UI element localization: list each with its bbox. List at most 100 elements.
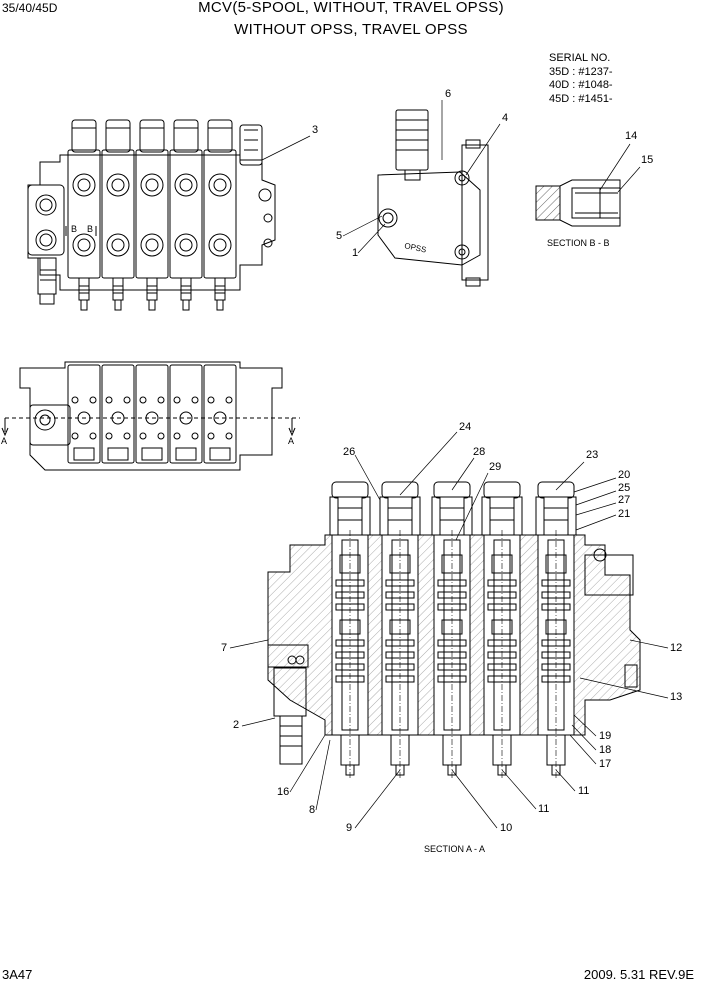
spool-section [169, 149, 203, 279]
section-bb-view [535, 179, 621, 227]
leader-line [229, 639, 269, 649]
cut-line-a-left: A [1, 436, 7, 446]
port [106, 173, 130, 197]
leader-line [617, 166, 641, 193]
model-code: 35/40/45D [2, 1, 58, 15]
port [174, 233, 198, 257]
port [179, 411, 193, 425]
leader-line [399, 431, 458, 496]
spool-end [180, 277, 192, 301]
callout-number: 10 [500, 822, 512, 834]
port [174, 173, 198, 197]
spool-section [135, 149, 169, 279]
leader-line [357, 223, 386, 254]
leader-line [261, 135, 311, 161]
serial-row: 40D : #1048- [549, 79, 613, 91]
leader-line [575, 514, 617, 531]
callout-number: 19 [599, 730, 611, 742]
spool-cap [71, 119, 97, 153]
spool-end [214, 277, 226, 301]
spool-cap [483, 481, 521, 499]
callout-number: 18 [599, 744, 611, 756]
serial-row: 35D : #1237- [549, 65, 613, 78]
leader-line [465, 123, 501, 176]
page-subtitle: WITHOUT OPSS, TRAVEL OPSS [234, 21, 468, 38]
spool-body [135, 364, 169, 464]
cut-line-b-right: B [87, 224, 93, 234]
spool-cap [105, 119, 131, 153]
leader-line [569, 734, 597, 765]
callout-number: 1 [352, 247, 358, 259]
leader-line [579, 677, 669, 699]
leader-line [573, 477, 617, 493]
callout-number: 2 [233, 719, 239, 731]
callout-number: 9 [346, 822, 352, 834]
port [111, 411, 125, 425]
port [213, 411, 227, 425]
spool-end [146, 277, 158, 301]
leader-line [575, 490, 617, 506]
cut-line-b-left: B [71, 224, 77, 234]
leader-lines [229, 100, 669, 829]
spool-body [169, 364, 203, 464]
serial-row: 45D : #1451- [549, 92, 613, 105]
leader-line [555, 461, 585, 491]
spool-body [67, 364, 101, 464]
port [106, 233, 130, 257]
cut-line-a-right: A [288, 436, 294, 446]
callout-number: 3 [312, 124, 318, 136]
callout-number: 20 [618, 469, 630, 481]
serial-heading: SERIAL NO. [549, 52, 611, 64]
port [208, 233, 232, 257]
spool-cap [381, 481, 419, 499]
leader-line [342, 215, 383, 237]
port [77, 411, 91, 425]
leader-line [315, 739, 331, 811]
callout-number: 12 [670, 642, 682, 654]
callout-number: 11 [578, 785, 589, 797]
svg-text:OPSS: OPSS [404, 241, 428, 254]
side-view: OPSS [377, 109, 489, 287]
callout-number: 25 [618, 482, 630, 494]
callout-number: 27 [618, 494, 630, 506]
leader-line [451, 457, 475, 491]
page-title: MCV(5-SPOOL, WITHOUT, TRAVEL OPSS) [198, 0, 504, 16]
callout-number: 21 [618, 508, 630, 520]
spool-section [101, 149, 135, 279]
leader-line [455, 472, 489, 541]
port [72, 173, 96, 197]
port [145, 411, 159, 425]
spool-cap [139, 119, 165, 153]
callout-number: 17 [599, 758, 611, 770]
callout-number: 26 [343, 446, 355, 458]
section-aa-label: SECTION A - A [424, 844, 485, 854]
leader-line [354, 454, 381, 501]
spool-end [112, 277, 124, 301]
spool-cap [331, 481, 369, 499]
callout-number: 24 [459, 421, 471, 433]
leader-line [575, 502, 617, 516]
top-view [27, 119, 276, 311]
leader-line [354, 769, 401, 829]
port [140, 233, 164, 257]
callout-number: 4 [502, 112, 508, 124]
spool-section [203, 149, 237, 279]
spool-section [67, 149, 101, 279]
port [208, 173, 232, 197]
spool-cap [173, 119, 199, 153]
leader-line [599, 143, 631, 191]
callout-number: 16 [277, 786, 289, 798]
leader-line [571, 724, 597, 751]
callout-number: 14 [625, 130, 637, 142]
leader-line [451, 769, 498, 829]
callout-number: 23 [586, 449, 598, 461]
section-bb-label: SECTION B - B [547, 238, 610, 248]
callout-number: 7 [221, 642, 227, 654]
spool-cap [207, 119, 233, 153]
front-view [1, 361, 300, 471]
leader-line [289, 734, 326, 793]
callout-number: 6 [445, 88, 451, 100]
